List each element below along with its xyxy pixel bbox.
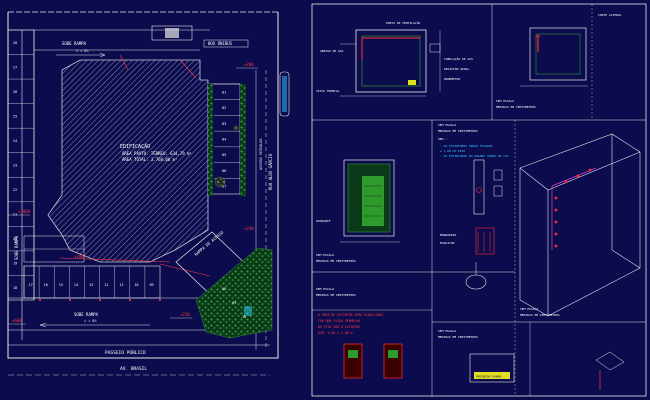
measure-label-2: MEDIDAS EM CENTÍMETROS [316, 258, 356, 263]
level-e: +240 [244, 226, 254, 231]
building-area-total: ÁREA TOTAL: 3.768,00 m² [122, 157, 177, 162]
sign-detail [469, 353, 515, 383]
parking-stall-bottom: 17 [29, 283, 33, 287]
obs-line-3: - OS EXTINTORES NO QUADRO SERÃO DE CO2 [440, 153, 509, 158]
parking-stall-left: 20 [13, 237, 17, 241]
parking-stall-bottom: 09 [149, 283, 153, 287]
scale-label-5: SEM ESCALA [316, 287, 334, 291]
measure-label-3: MEDIDAS EM CENTÍMETROS [438, 128, 478, 133]
parking-stall-left: 23 [13, 164, 17, 168]
top-ramp-pct: i = 8% [76, 49, 90, 53]
red-note-2: COM UMA FAIXA VERMELHA [318, 319, 360, 323]
parking-right-column: 01 02 03 04 05 06 07 [209, 83, 241, 195]
parking-stall-right: 02 [222, 106, 226, 110]
parking-left-column: 28 27 26 25 24 23 22 21 20 19 18 [7, 29, 35, 301]
parking-stall-bottom: 12 [104, 283, 108, 287]
parking-stall-left: 19 [13, 262, 17, 266]
level-f: +100 [74, 254, 84, 259]
bottom-ramp-label: SOBE RAMPA [74, 312, 99, 317]
parking-stall-right: 03 [222, 122, 226, 126]
callout-9: MANGUEIRA [440, 233, 456, 237]
sign-text: PROIBIDO FUMAR [476, 375, 501, 379]
callout-3: TUBULAÇÃO DE GÁS [444, 56, 473, 61]
level-d: +220 [180, 312, 190, 317]
parking-stall-left: 18 [13, 286, 17, 290]
parking-stall-left: 26 [13, 90, 17, 94]
building-footprint [47, 59, 209, 263]
level-a: +200 [244, 62, 254, 67]
red-note-3: NO PISO SOB O EXTINTOR [318, 325, 360, 329]
parking-stall-left: 22 [13, 188, 17, 192]
parking-stall-right: 07 [222, 185, 226, 189]
parking-stall-lower-right: 09 [232, 301, 236, 305]
callout-2: PORTA DE VENTILAÇÃO [386, 20, 421, 25]
detail-sheet: ABRIGO DE GÁS PORTA DE VENTILAÇÃO TUBULA… [311, 3, 647, 397]
parking-stall-lower-right: 08 [222, 287, 226, 291]
callout-1: ABRIGO DE GÁS [320, 48, 344, 53]
measure-label-4: MEDIDAS EM CENTÍMETROS [520, 312, 560, 317]
red-note-4: DIM. 1,00 x 1,00 m [318, 331, 353, 335]
parking-stall-right: 06 [222, 169, 226, 173]
parking-stall-right: 05 [222, 153, 226, 157]
detail-small-box: CORTE LATERAL [520, 13, 622, 87]
measure-label-6: MEDIDAS EM CENTÍMETROS [438, 334, 478, 339]
sidewalk-label: PASSEIO PÚBLICO [105, 349, 146, 356]
parking-stall-bottom: 15 [59, 283, 63, 287]
parking-stall-left: 21 [13, 213, 17, 217]
left-ramp-label: SOBE RAMPA [14, 235, 19, 260]
level-c: +600 [12, 318, 22, 323]
avenue-label: AV. BRASIL [120, 366, 147, 372]
detail-gas-box: ABRIGO DE GÁS PORTA DE VENTILAÇÃO TUBULA… [316, 20, 473, 97]
obs-line-1: - OS EXTINTORES SERÃO FIXADOS [440, 143, 493, 148]
extinguisher-boxes [343, 343, 403, 379]
parking-stall-bottom: 10 [134, 283, 138, 287]
scale-label-3: SEM ESCALA [438, 123, 456, 127]
obs-line-2: A 1,60 DO PISO [440, 149, 465, 153]
parking-stall-bottom: 16 [44, 283, 48, 287]
callout-4: REGISTRO GERAL [444, 67, 469, 71]
parking-stall-left: 28 [13, 41, 17, 45]
bus-box-label: BOX ÔNIBUS [208, 41, 233, 46]
callout-10: ESGUICHO [440, 241, 455, 245]
bottom-ramp-pct: i = 8% [84, 319, 98, 323]
red-note-1: A ÁREA DE EXTINTOR SERÁ SINALIZADA [318, 312, 383, 317]
building-area-ground: ÁREA PAVTO. TÉRREO: 634,79 m² [122, 151, 192, 156]
parking-stall-left: 24 [13, 139, 17, 143]
parking-stall-bottom: 14 [74, 283, 78, 287]
measure-label-5: MEDIDAS EM CENTÍMETROS [316, 292, 356, 297]
parking-stall-bottom: 11 [119, 283, 123, 287]
parking-stall-right: 04 [222, 138, 226, 142]
top-ramp-label: SOBE RAMPA [62, 41, 87, 46]
right-street-label: RUA ALDO GARCIA [268, 153, 273, 190]
right-road-label: ACESSO VEÍCULOS [258, 138, 263, 170]
parking-stall-bottom: 13 [89, 283, 93, 287]
callout-7: CORTE LATERAL [598, 13, 622, 17]
obs-title: OBS.: [438, 137, 447, 141]
scale-label-6: SEM ESCALA [438, 329, 456, 333]
building-name: EDIFICAÇÃO [120, 143, 150, 150]
parking-bottom-row: 17 16 15 14 13 12 11 10 09 [23, 265, 161, 299]
callout-8: HIDRANTE [316, 219, 331, 223]
parking-stall-left: 25 [13, 114, 17, 118]
site-plan: 28 27 26 25 24 23 22 21 20 19 18 EDIFICAÇÃO ÁREA P… [7, 11, 290, 376]
scale-label-1: SEM ESCALA [496, 99, 514, 103]
level-b: +1000 [18, 209, 31, 214]
measure-label-1: MEDIDAS EM CENTÍMETROS [496, 104, 536, 109]
parking-stall-lower-right: 10 [242, 315, 246, 319]
detail-corner [595, 351, 625, 390]
callout-5: MANÔMETRO [444, 76, 460, 81]
detail-isometric-room [519, 133, 641, 317]
bus-box-outline [151, 25, 193, 41]
scale-label-2: SEM ESCALA [316, 253, 334, 257]
detail-cabinet: HIDRANTE [316, 159, 400, 243]
scale-label-4: SEM ESCALA [520, 307, 538, 311]
parking-stall-left: 27 [13, 65, 17, 69]
callout-6: VISTA FRONTAL [316, 89, 340, 93]
detail-hydrant: MANGUEIRA ESGUICHO [440, 159, 503, 290]
parking-stall-right: 01 [222, 90, 226, 94]
